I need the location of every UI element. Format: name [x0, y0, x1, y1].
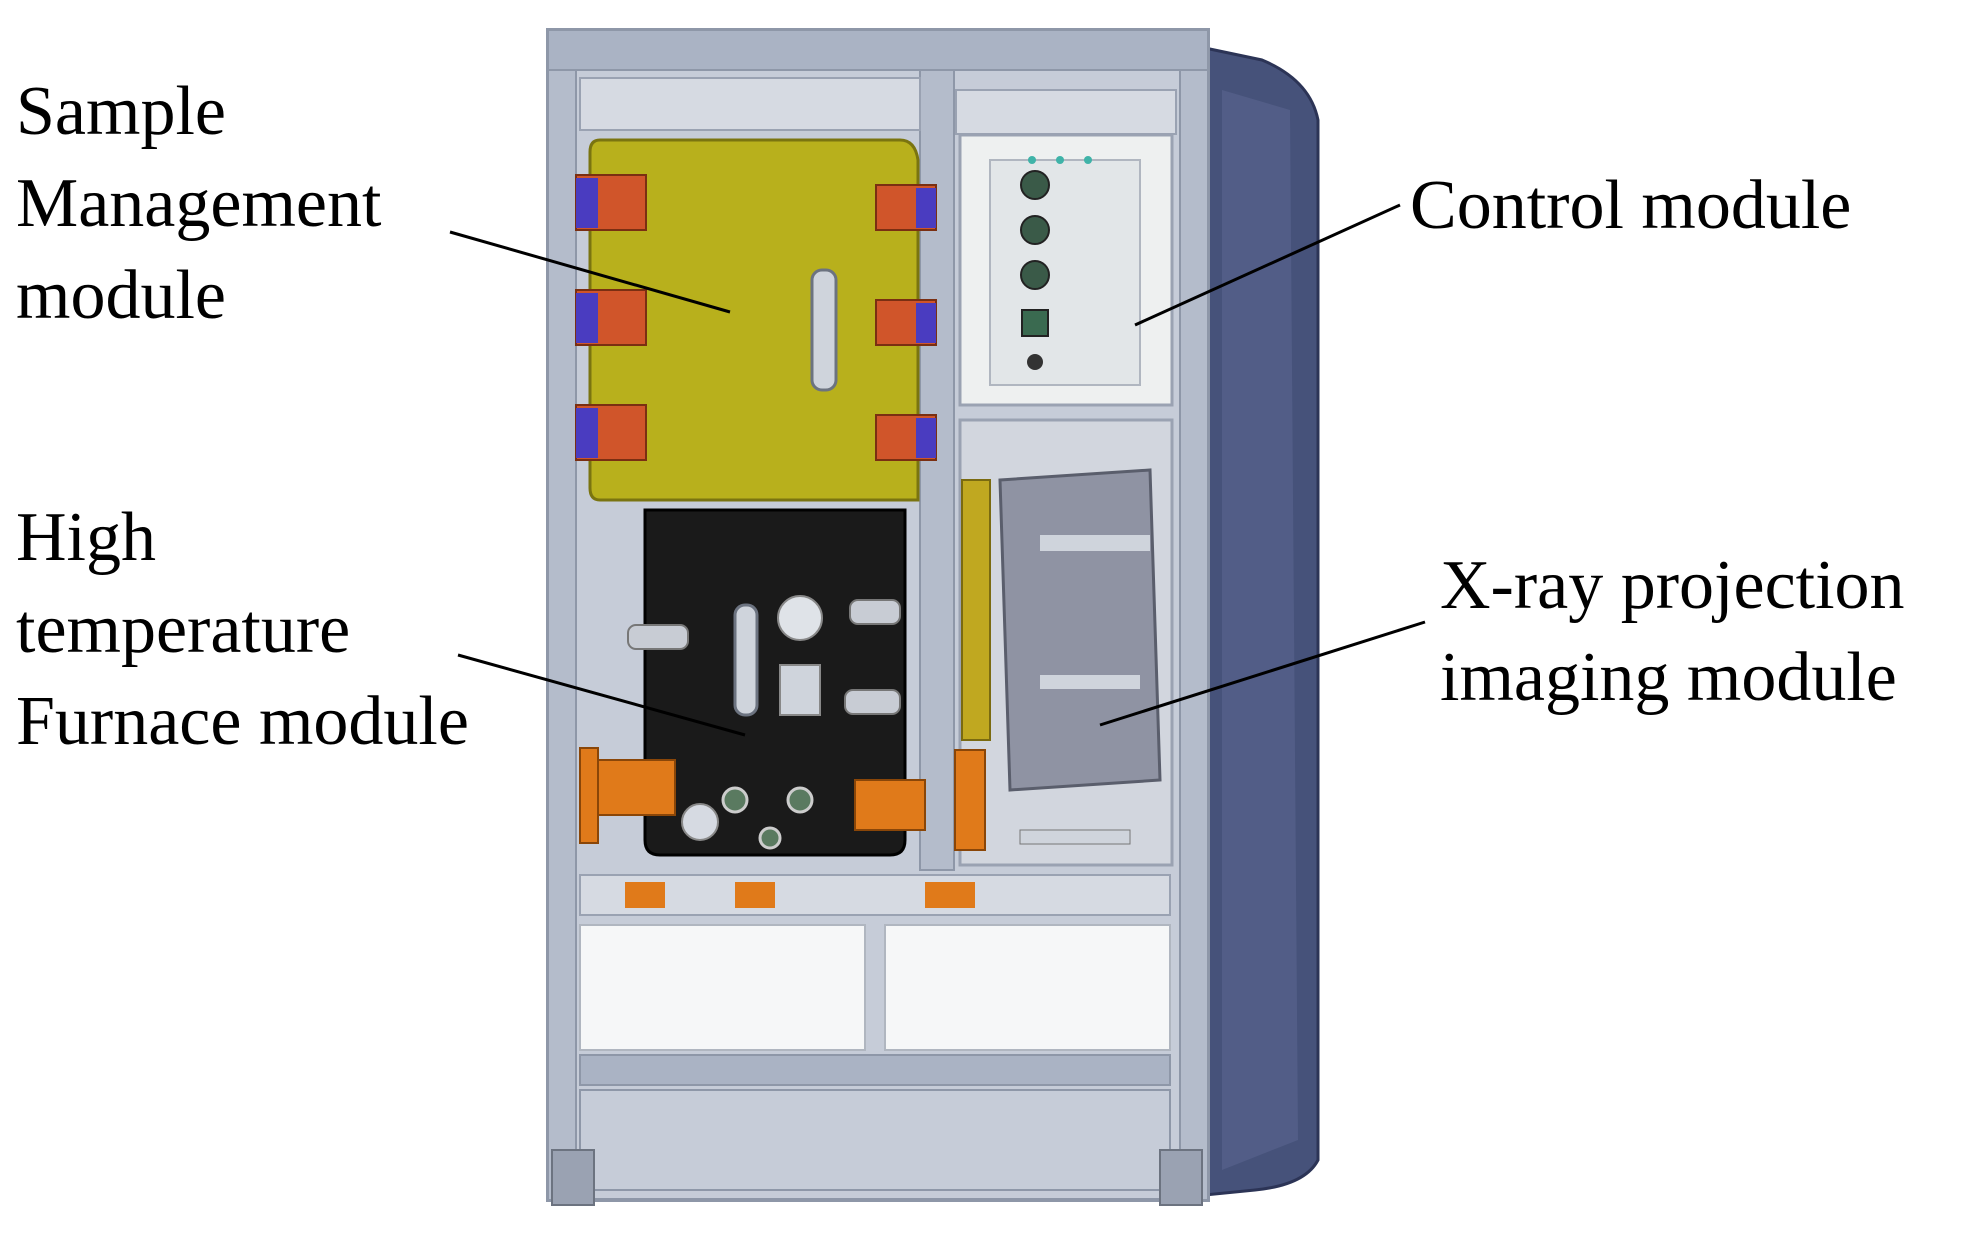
- xray-slot: [1019, 829, 1131, 845]
- furnace-port: [721, 786, 749, 814]
- control-knob: [1020, 260, 1050, 290]
- lower-bay: [884, 924, 1171, 1051]
- orange-connector: [925, 882, 975, 908]
- frame-left-rail: [547, 29, 577, 1201]
- frame-top-rail: [547, 29, 1209, 71]
- sample-module-box: [588, 138, 920, 502]
- status-led: [1056, 156, 1064, 164]
- furnace-port: [786, 786, 814, 814]
- xray-slot: [1040, 675, 1140, 689]
- orange-connector: [625, 882, 665, 908]
- top-connector-strip: [579, 77, 921, 131]
- top-right-strip: [955, 89, 1177, 135]
- sample-management-label: Sample Management module: [16, 66, 381, 342]
- status-led: [1028, 156, 1036, 164]
- leader-line-control: [1134, 203, 1401, 327]
- label-line: X-ray projection: [1440, 547, 1905, 624]
- orange-bracket: [954, 749, 986, 851]
- base-plate: [579, 1089, 1171, 1191]
- control-panel-face: [989, 159, 1141, 386]
- label-line: Sample: [16, 73, 226, 150]
- label-line: temperature: [16, 591, 351, 668]
- control-knob: [1020, 215, 1050, 245]
- lower-connector-strip: [579, 874, 1171, 916]
- furnace-module-box: [643, 508, 907, 857]
- xray-detector: [998, 468, 1162, 792]
- bottom-rail: [579, 1054, 1171, 1086]
- furnace-module-label: High temperature Furnace module: [16, 492, 469, 768]
- label-line: imaging module: [1440, 639, 1897, 716]
- xray-module-label: X-ray projection imaging module: [1440, 540, 1905, 724]
- frame-right-rail: [1179, 29, 1209, 1201]
- furnace-fan: [777, 595, 823, 641]
- blue-clamp: [916, 303, 936, 343]
- sample-module-handle: [810, 268, 838, 392]
- foot: [1159, 1149, 1203, 1206]
- leader-line-xray: [1099, 620, 1426, 727]
- label-line: module: [16, 257, 226, 334]
- label-line: Management: [16, 165, 382, 242]
- orange-bracket: [854, 779, 926, 831]
- leader-line-furnace: [457, 653, 746, 737]
- blue-clamp: [576, 293, 598, 343]
- orange-bracket: [579, 747, 599, 844]
- label-line: Control module: [1410, 167, 1852, 244]
- furnace-pipe: [627, 624, 689, 650]
- xray-yellow-rail: [961, 479, 991, 741]
- blue-clamp: [916, 188, 936, 228]
- orange-connector: [735, 882, 775, 908]
- furnace-handle: [733, 603, 759, 717]
- lower-bay: [579, 924, 866, 1051]
- blue-clamp: [916, 418, 936, 458]
- furnace-connector: [681, 803, 719, 841]
- xray-slot: [1040, 535, 1150, 551]
- leader-line-sample: [449, 230, 731, 314]
- label-line: Furnace module: [16, 683, 469, 760]
- furnace-window: [779, 664, 821, 716]
- status-led: [1084, 156, 1092, 164]
- furnace-pipe: [844, 689, 901, 715]
- blue-clamp: [576, 408, 598, 458]
- control-knob: [1020, 170, 1050, 200]
- furnace-pipe: [849, 599, 901, 625]
- control-switch: [1021, 309, 1049, 337]
- control-port: [1027, 354, 1043, 370]
- label-line: High: [16, 499, 156, 576]
- foot: [551, 1149, 595, 1206]
- blue-clamp: [576, 178, 598, 228]
- furnace-port: [758, 826, 782, 850]
- side-panel-inner: [1222, 90, 1298, 1170]
- control-module-label: Control module: [1410, 160, 1851, 252]
